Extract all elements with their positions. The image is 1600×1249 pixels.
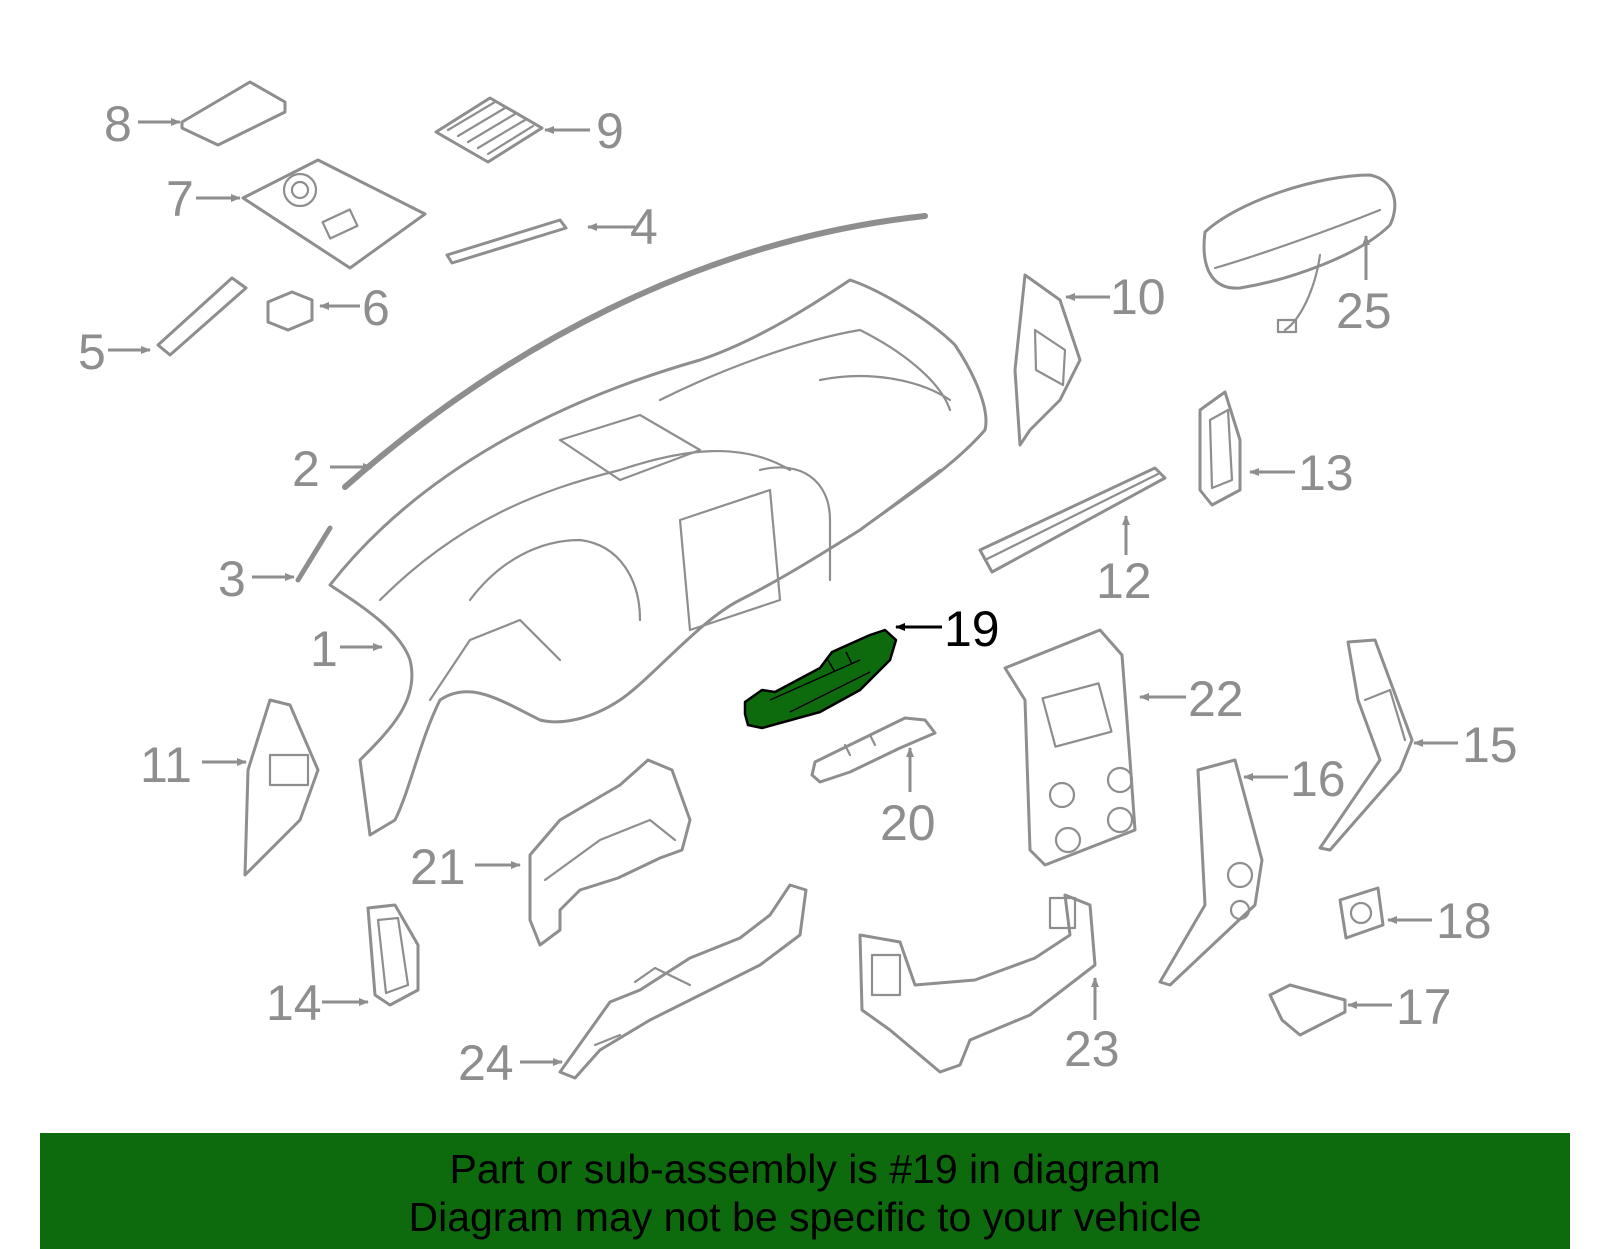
part-21-cluster-shroud [528, 758, 692, 947]
part-25-airbag-module [1202, 173, 1397, 334]
part-12-long-vent [978, 466, 1167, 574]
callout-9: 9 [596, 103, 624, 159]
part-15-trim [1318, 638, 1414, 852]
callout-12: 12 [1096, 553, 1152, 609]
part-16-trim [1158, 758, 1264, 987]
part-23-lower-panel [858, 893, 1097, 1074]
callout-8: 8 [104, 96, 132, 152]
callout-20: 20 [880, 795, 936, 851]
part-19-highlighted [743, 628, 898, 730]
callout-24: 24 [458, 1035, 514, 1091]
callout-22: 22 [1188, 671, 1244, 727]
callout-3: 3 [218, 551, 246, 607]
callout-11: 11 [140, 737, 192, 793]
callout-14: 14 [266, 975, 322, 1031]
part-11-vent-panel [243, 698, 320, 877]
part-24-lower-trim [558, 883, 808, 1080]
info-banner: Part or sub-assembly is #19 in diagram D… [40, 1133, 1570, 1249]
part-8-cover [180, 80, 287, 147]
part-13-bezel [1198, 390, 1242, 507]
callout-23: 23 [1064, 1021, 1120, 1077]
part-14-bezel [366, 903, 420, 1007]
callout-21: 21 [410, 839, 466, 895]
callout-4: 4 [630, 199, 658, 255]
banner-line-1: Part or sub-assembly is #19 in diagram [449, 1146, 1161, 1192]
part-20-bracket [810, 716, 937, 784]
callout-15: 15 [1462, 717, 1518, 773]
part-2-windshield-trim [342, 213, 928, 490]
callout-5: 5 [78, 324, 106, 380]
callout-18: 18 [1436, 893, 1492, 949]
banner-line-2: Diagram may not be specific to your vehi… [408, 1194, 1202, 1240]
part-17-bracket [1268, 983, 1347, 1037]
part-22-center-bezel [1003, 628, 1137, 867]
part-1-instrument-panel [328, 278, 988, 837]
callout-1: 1 [310, 621, 338, 677]
callout-13: 13 [1298, 445, 1354, 501]
part-4-trim [445, 218, 568, 265]
callout-16: 16 [1290, 751, 1346, 807]
part-5-trim [156, 276, 248, 357]
callout-10: 10 [1110, 269, 1166, 325]
part-9-grille [434, 96, 544, 164]
callout-6: 6 [362, 280, 390, 336]
part-7-bezel [241, 158, 427, 270]
part-18-switch [1338, 886, 1385, 940]
part-10-side-panel [1013, 273, 1082, 447]
callout-25: 25 [1336, 283, 1392, 339]
callout-2: 2 [292, 441, 320, 497]
callout-19: 19 [944, 601, 1000, 657]
callout-7: 7 [166, 171, 194, 227]
callout-17: 17 [1396, 979, 1452, 1035]
part-6-clip [266, 290, 314, 332]
part-3-trim [295, 525, 333, 583]
